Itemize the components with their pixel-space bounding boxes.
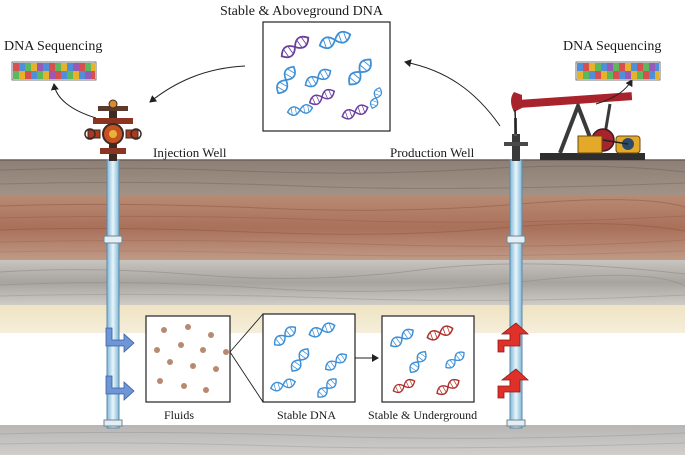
dna-helix-icon xyxy=(436,378,460,396)
fluid-particle xyxy=(223,349,229,355)
dna-helix-icon xyxy=(348,58,372,86)
fluid-particle xyxy=(190,363,196,369)
fluids-label: Fluids xyxy=(164,408,194,422)
injection-well-label: Injection Well xyxy=(153,145,227,160)
production-well-label: Production Well xyxy=(390,145,475,160)
dna-sequence-strip-icon xyxy=(575,61,661,81)
dna-helix-icon xyxy=(317,378,337,398)
outflow-arrow-icon xyxy=(497,368,530,399)
dna-helix-icon xyxy=(280,35,310,59)
arrow-box-to-injection-seq xyxy=(149,65,246,103)
top-box-title: Stable & Aboveground DNA xyxy=(220,4,384,19)
dna-helix-icon xyxy=(270,378,296,392)
fluid-particles xyxy=(154,324,229,393)
fluid-particle xyxy=(213,366,219,372)
fluid-particle xyxy=(178,342,184,348)
underground-dna-helices xyxy=(390,325,465,396)
dna-helix-icon xyxy=(445,351,465,369)
dna-sequence-strip-icon xyxy=(11,61,97,81)
stable-dna-label: Stable DNA xyxy=(277,408,336,422)
dna-helix-icon xyxy=(304,68,332,88)
strata-texture xyxy=(0,165,685,449)
stable-dna-helices xyxy=(270,322,348,398)
fluid-particle xyxy=(154,347,160,353)
arrow-injection-to-seq xyxy=(50,83,97,119)
stable-dna-box xyxy=(262,313,356,403)
fluid-particle xyxy=(203,387,209,393)
arrow-production-to-seq xyxy=(595,79,633,105)
dna-helix-icon xyxy=(276,65,296,95)
seq-right-label: DNA Sequencing xyxy=(563,39,661,54)
fluid-particle xyxy=(157,378,163,384)
bedrock-layer xyxy=(0,425,685,455)
fluid-particle xyxy=(208,332,214,338)
fluid-particle xyxy=(181,383,187,389)
seq-left-label: DNA Sequencing xyxy=(4,39,102,54)
ground-layers xyxy=(0,159,685,455)
dna-helix-icon xyxy=(369,87,383,109)
dna-helix-icon xyxy=(309,88,335,106)
dna-helix-icon xyxy=(409,350,427,374)
dna-helix-icon xyxy=(318,30,352,50)
outflow-arrow-icon xyxy=(497,322,530,353)
fluids-box xyxy=(145,315,231,403)
topsoil-layer xyxy=(0,160,685,196)
pump-jack-icon xyxy=(504,92,645,161)
injection-well xyxy=(103,159,123,429)
dna-helix-icon xyxy=(392,378,416,394)
aboveground-dna-helices xyxy=(276,30,383,120)
dna-helix-icon xyxy=(324,353,348,371)
underground-dna-box xyxy=(381,315,475,403)
arrow-production-to-box xyxy=(404,59,501,127)
dna-helix-icon xyxy=(308,322,336,338)
dna-helix-icon xyxy=(426,325,454,341)
dna-helix-icon xyxy=(290,348,310,372)
fluid-particle xyxy=(161,327,167,333)
inflow-arrow-icon xyxy=(105,375,135,401)
dna-helix-icon xyxy=(341,104,369,120)
dna-helix-icon xyxy=(390,328,414,348)
dna-helix-icon xyxy=(273,326,297,346)
fluid-particle xyxy=(185,324,191,330)
stable-underground-label: Stable & Underground xyxy=(368,408,477,422)
dna-helix-icon xyxy=(286,104,314,116)
fluid-particle xyxy=(200,347,206,353)
wellhead-valve-icon xyxy=(84,99,142,161)
fluid-particle xyxy=(167,359,173,365)
inflow-arrow-icon xyxy=(105,327,135,353)
